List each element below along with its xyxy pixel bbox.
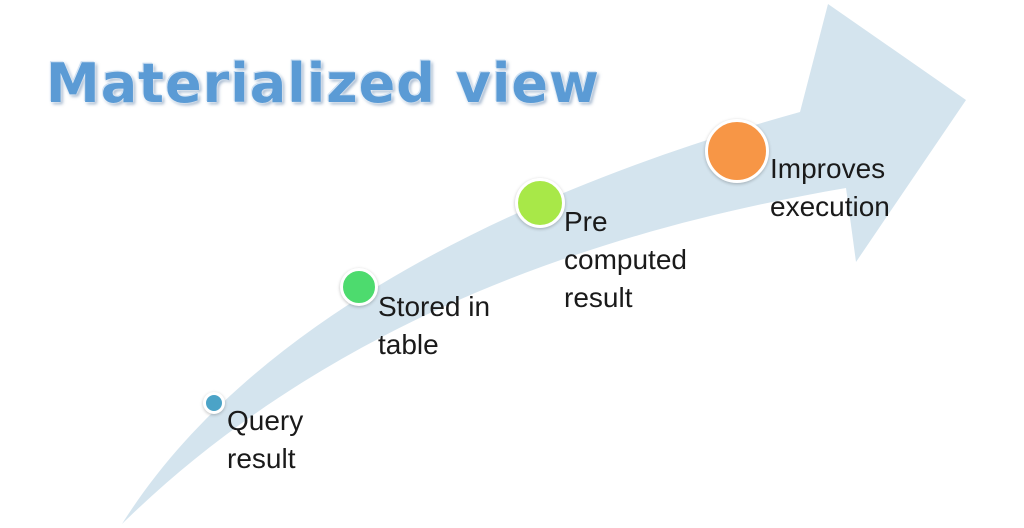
diagram-title: Materialized view bbox=[46, 52, 600, 115]
step-2-label: Stored in table bbox=[378, 291, 491, 360]
step-1-marker bbox=[203, 392, 225, 414]
step-2-marker bbox=[340, 268, 378, 306]
step-1-label: Query result bbox=[227, 405, 304, 474]
step-4-label: Improves execution bbox=[770, 153, 890, 222]
step-3-marker bbox=[515, 178, 565, 228]
step-3-label: Pre computed result bbox=[564, 206, 687, 313]
step-4-marker bbox=[705, 119, 769, 183]
